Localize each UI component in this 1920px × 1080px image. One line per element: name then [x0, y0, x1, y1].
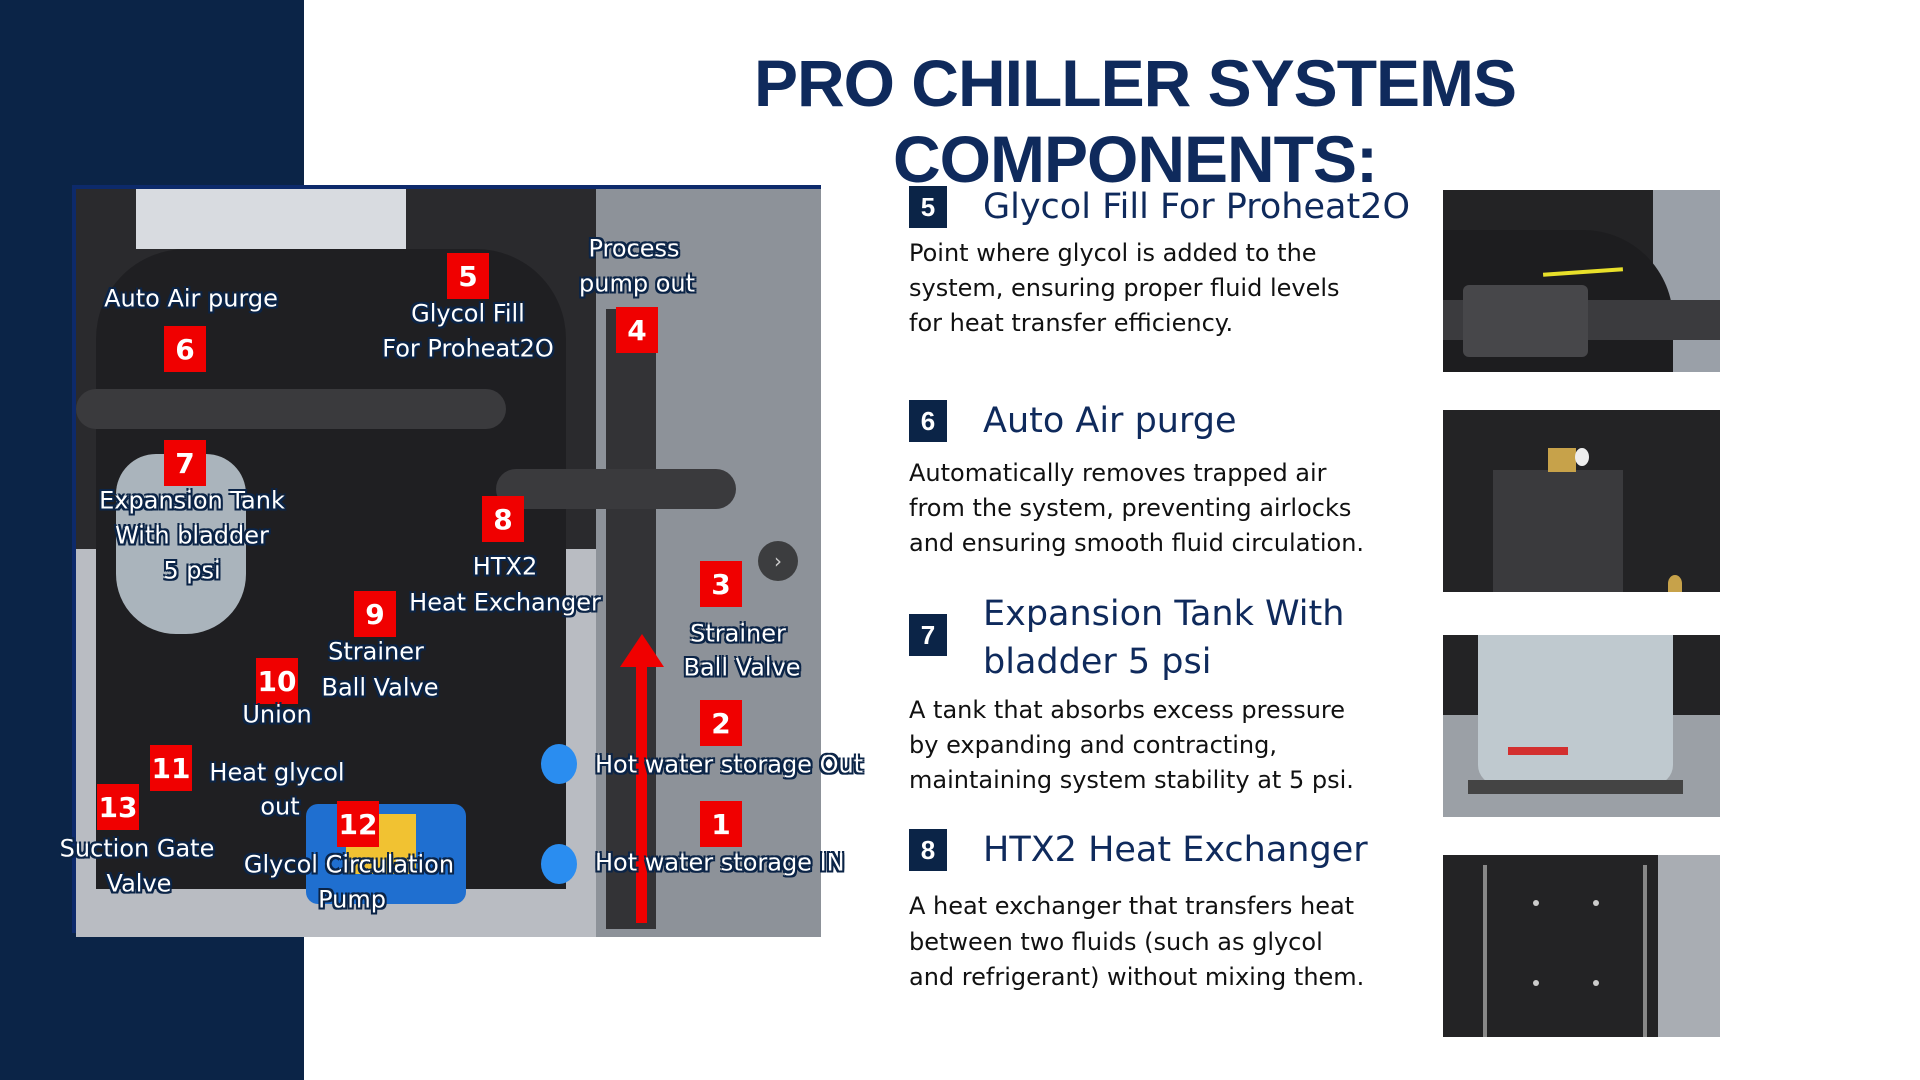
pipe-vertical [606, 309, 656, 929]
section-body-line: Point where glycol is added to the [909, 239, 1317, 267]
blue-valve-handle [541, 744, 577, 784]
badge-11: 11 [150, 745, 192, 791]
section-number: 6 [909, 400, 947, 442]
badge-1: 1 [700, 801, 742, 847]
flow-arrow-head [620, 634, 664, 667]
section-heading: Auto Air purge [983, 401, 1237, 441]
section-body-line: from the system, preventing airlocks [909, 494, 1352, 522]
page-title: PRO CHILLER SYSTEMS COMPONENTS: [753, 46, 1517, 196]
next-image-button[interactable]: › [758, 541, 798, 581]
label-union: Union [242, 700, 312, 729]
badge-12: 12 [337, 801, 379, 847]
badge-13: 13 [97, 784, 139, 830]
section-heading-line: Expansion Tank With [983, 594, 1345, 634]
section-heading-line: bladder 5 psi [983, 642, 1212, 682]
label-suction-2: Valve [106, 869, 172, 898]
section-body-line: by expanding and contracting, [909, 731, 1277, 759]
section-number: 5 [909, 186, 947, 228]
badge-9: 9 [354, 591, 396, 637]
label-pump-2: Pump [318, 885, 386, 914]
label-strainer-3-1: Strainer [690, 619, 786, 648]
badge-4: 4 [616, 307, 658, 353]
section-body-line: Automatically removes trapped air [909, 459, 1327, 487]
pipe-elbow [496, 469, 736, 509]
section-body-line: system, ensuring proper fluid levels [909, 274, 1340, 302]
badge-10: 10 [256, 658, 298, 704]
auto-air-purge-thumbnail [1443, 410, 1720, 592]
chiller-components-photo: › [72, 185, 821, 937]
blue-valve-handle [541, 844, 577, 884]
section-heading: HTX2 Heat Exchanger [983, 830, 1368, 870]
label-expansion-3: 5 psi [163, 556, 221, 585]
badge-2: 2 [700, 700, 742, 746]
badge-5: 5 [447, 253, 489, 299]
section-body-line: A heat exchanger that transfers heat [909, 892, 1355, 920]
label-glycol-fill-1: Glycol Fill [411, 299, 525, 328]
label-hot-water-in: Hot water storage IN [595, 848, 845, 877]
section-number: 8 [909, 829, 947, 871]
label-auto-air-purge: Auto Air purge [104, 284, 278, 313]
label-suction-1: Suction Gate [59, 834, 215, 863]
badge-3: 3 [700, 561, 742, 607]
label-strainer-3-2: Ball Valve [683, 653, 801, 682]
section-number: 7 [909, 614, 947, 656]
label-process-pump-1: Process [588, 234, 680, 263]
label-glycol-fill-2: For Proheat2O [382, 334, 554, 363]
label-htx2-2: Heat Exchanger [409, 588, 601, 617]
section-body-line: A tank that absorbs excess pressure [909, 696, 1346, 724]
label-pump-1: Glycol Circulation [243, 850, 455, 879]
heat-exchanger-thumbnail [1443, 855, 1720, 1037]
label-htx2-1: HTX2 [472, 552, 538, 581]
section-body-line: maintaining system stability at 5 psi. [909, 766, 1354, 794]
label-expansion-1: Expansion Tank [99, 486, 285, 515]
section-body-line: and ensuring smooth fluid circulation. [909, 529, 1365, 557]
label-strainer-9-1: Strainer [328, 637, 424, 666]
flow-arrow [636, 665, 647, 923]
section-heading: Glycol Fill For Proheat2O [983, 187, 1410, 227]
pipe-horizontal [76, 389, 506, 429]
section-body-line: and refrigerant) without mixing them. [909, 963, 1365, 991]
top-light-panel [136, 189, 406, 249]
badge-7: 7 [164, 440, 206, 486]
label-heat-glycol-2: out [260, 792, 300, 821]
label-hot-water-out: Hot water storage Out [595, 750, 864, 779]
label-process-pump-2: pump out [579, 269, 695, 298]
label-strainer-9-2: Ball Valve [321, 673, 439, 702]
glycol-fill-thumbnail [1443, 190, 1720, 372]
section-body-line: between two fluids (such as glycol [909, 928, 1323, 956]
badge-6: 6 [164, 326, 206, 372]
badge-8: 8 [482, 496, 524, 542]
section-body-line: for heat transfer efficiency. [909, 309, 1234, 337]
expansion-tank-thumbnail [1443, 635, 1720, 817]
label-heat-glycol-1: Heat glycol [209, 758, 345, 787]
label-expansion-2: With bladder [115, 521, 269, 550]
